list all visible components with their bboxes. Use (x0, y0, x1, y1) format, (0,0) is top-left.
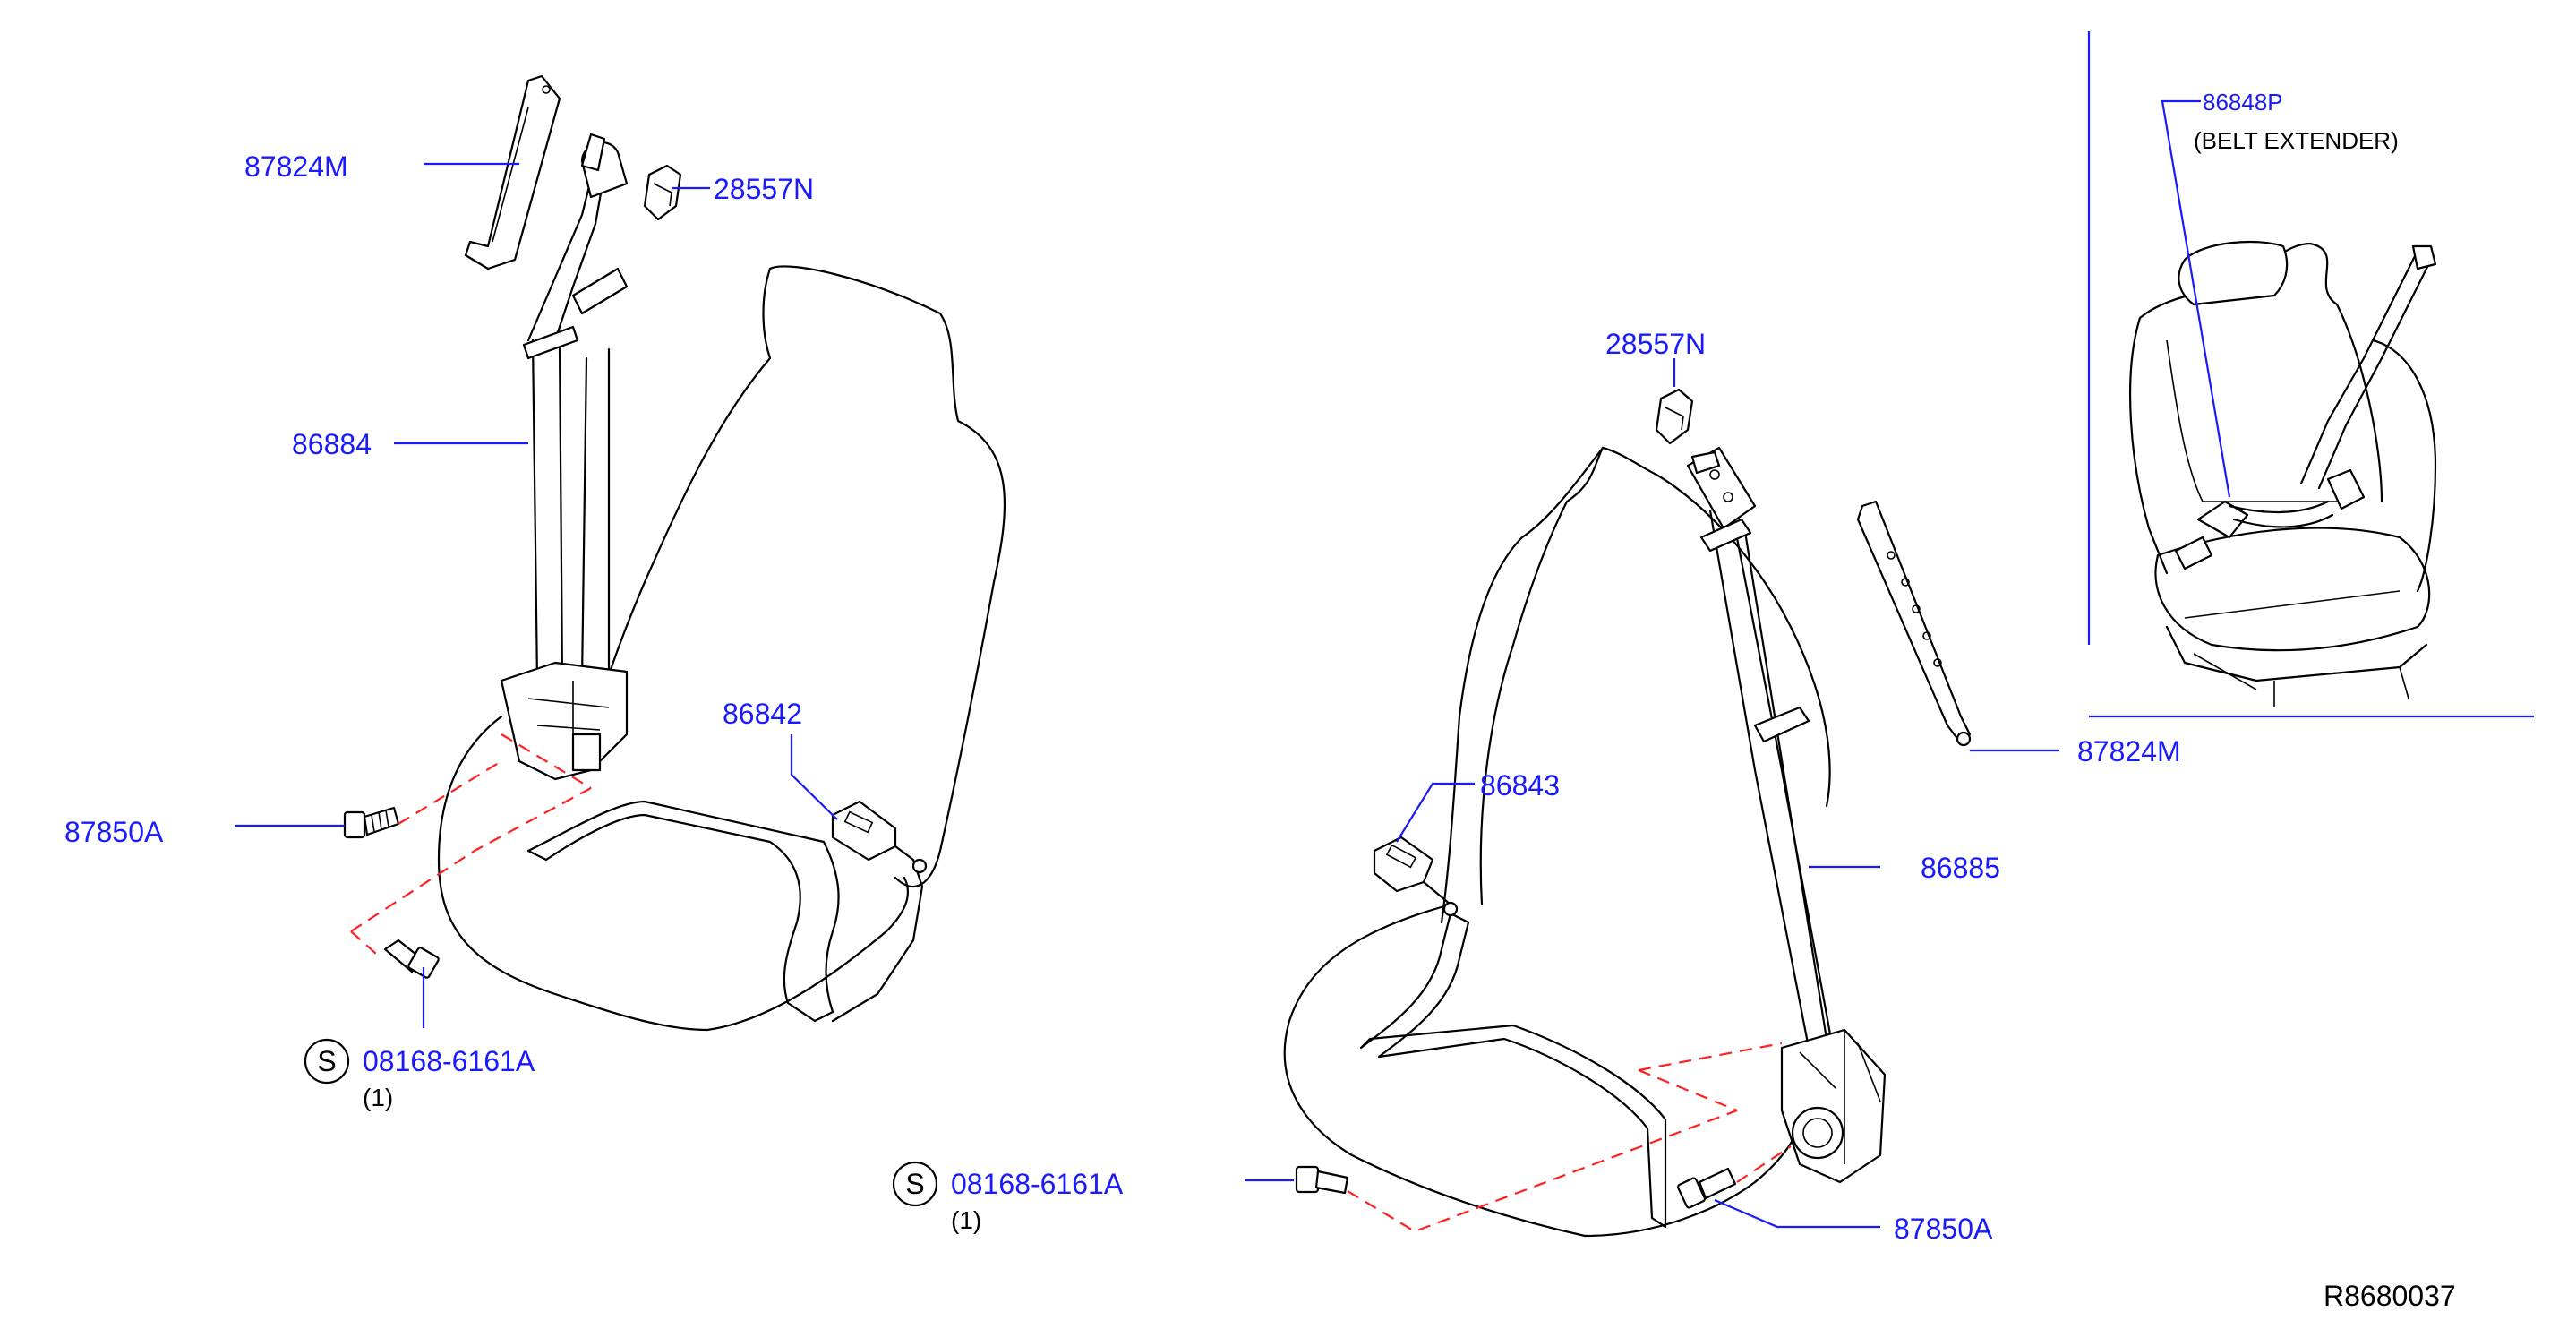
s-symbol-right: S (905, 1168, 924, 1200)
label-28557N-left[interactable]: 28557N (714, 173, 814, 205)
cover-28557N-left[interactable] (643, 164, 682, 221)
standard-part-symbol-left: S (304, 1038, 350, 1085)
left-seat-illustration (343, 74, 1006, 1032)
bolt-08168-6161A-right[interactable] (1295, 1165, 1349, 1195)
belt-extender-note: (BELT EXTENDER) (2194, 127, 2399, 154)
part-labels: 87824M 28557N 86884 86842 87850A S 08168… (64, 89, 2456, 1312)
anchor-adjuster-87824M-right[interactable] (1856, 500, 1972, 747)
bolt-87850A-left[interactable] (343, 806, 400, 839)
buckle-86843[interactable] (1373, 836, 1459, 917)
label-08168-6161A-right[interactable]: 08168-6161A (951, 1168, 1124, 1200)
label-08168-6161A-left[interactable]: 08168-6161A (363, 1045, 535, 1077)
label-87824M-right[interactable]: 87824M (2077, 735, 2181, 767)
label-86885[interactable]: 86885 (1921, 852, 2000, 884)
label-86848P[interactable]: 86848P (2203, 89, 2283, 116)
bolt-08168-6161A-left[interactable] (383, 939, 440, 979)
label-86842[interactable]: 86842 (723, 698, 802, 730)
right-seat-illustration (1283, 388, 1972, 1238)
label-28557N-right[interactable]: 28557N (1605, 328, 1706, 360)
standard-part-symbol-right: S (892, 1161, 938, 1207)
label-86843[interactable]: 86843 (1480, 769, 1560, 802)
label-86884[interactable]: 86884 (292, 428, 372, 460)
seat-belt-86885[interactable] (1686, 446, 1887, 1184)
label-87850A-left[interactable]: 87850A (64, 816, 164, 848)
belt-extender-inset (2087, 31, 2534, 718)
bolt-87850A-right[interactable] (1677, 1167, 1737, 1209)
buckle-86842[interactable] (831, 800, 928, 1023)
seat-belt-86884[interactable] (500, 133, 629, 781)
leader-lines (235, 99, 2231, 1229)
label-87850A-right[interactable]: 87850A (1894, 1213, 1993, 1245)
quantity-left: (1) (363, 1084, 393, 1111)
quantity-right: (1) (951, 1206, 981, 1234)
diagram-reference-number: R8680037 (2324, 1280, 2456, 1312)
belt-extender-86848P[interactable] (2196, 468, 2366, 539)
label-87824M-left[interactable]: 87824M (244, 150, 348, 183)
anchor-adjuster-87824M-left[interactable] (464, 74, 561, 270)
s-symbol-left: S (317, 1045, 336, 1077)
cover-28557N-right[interactable] (1655, 388, 1694, 445)
